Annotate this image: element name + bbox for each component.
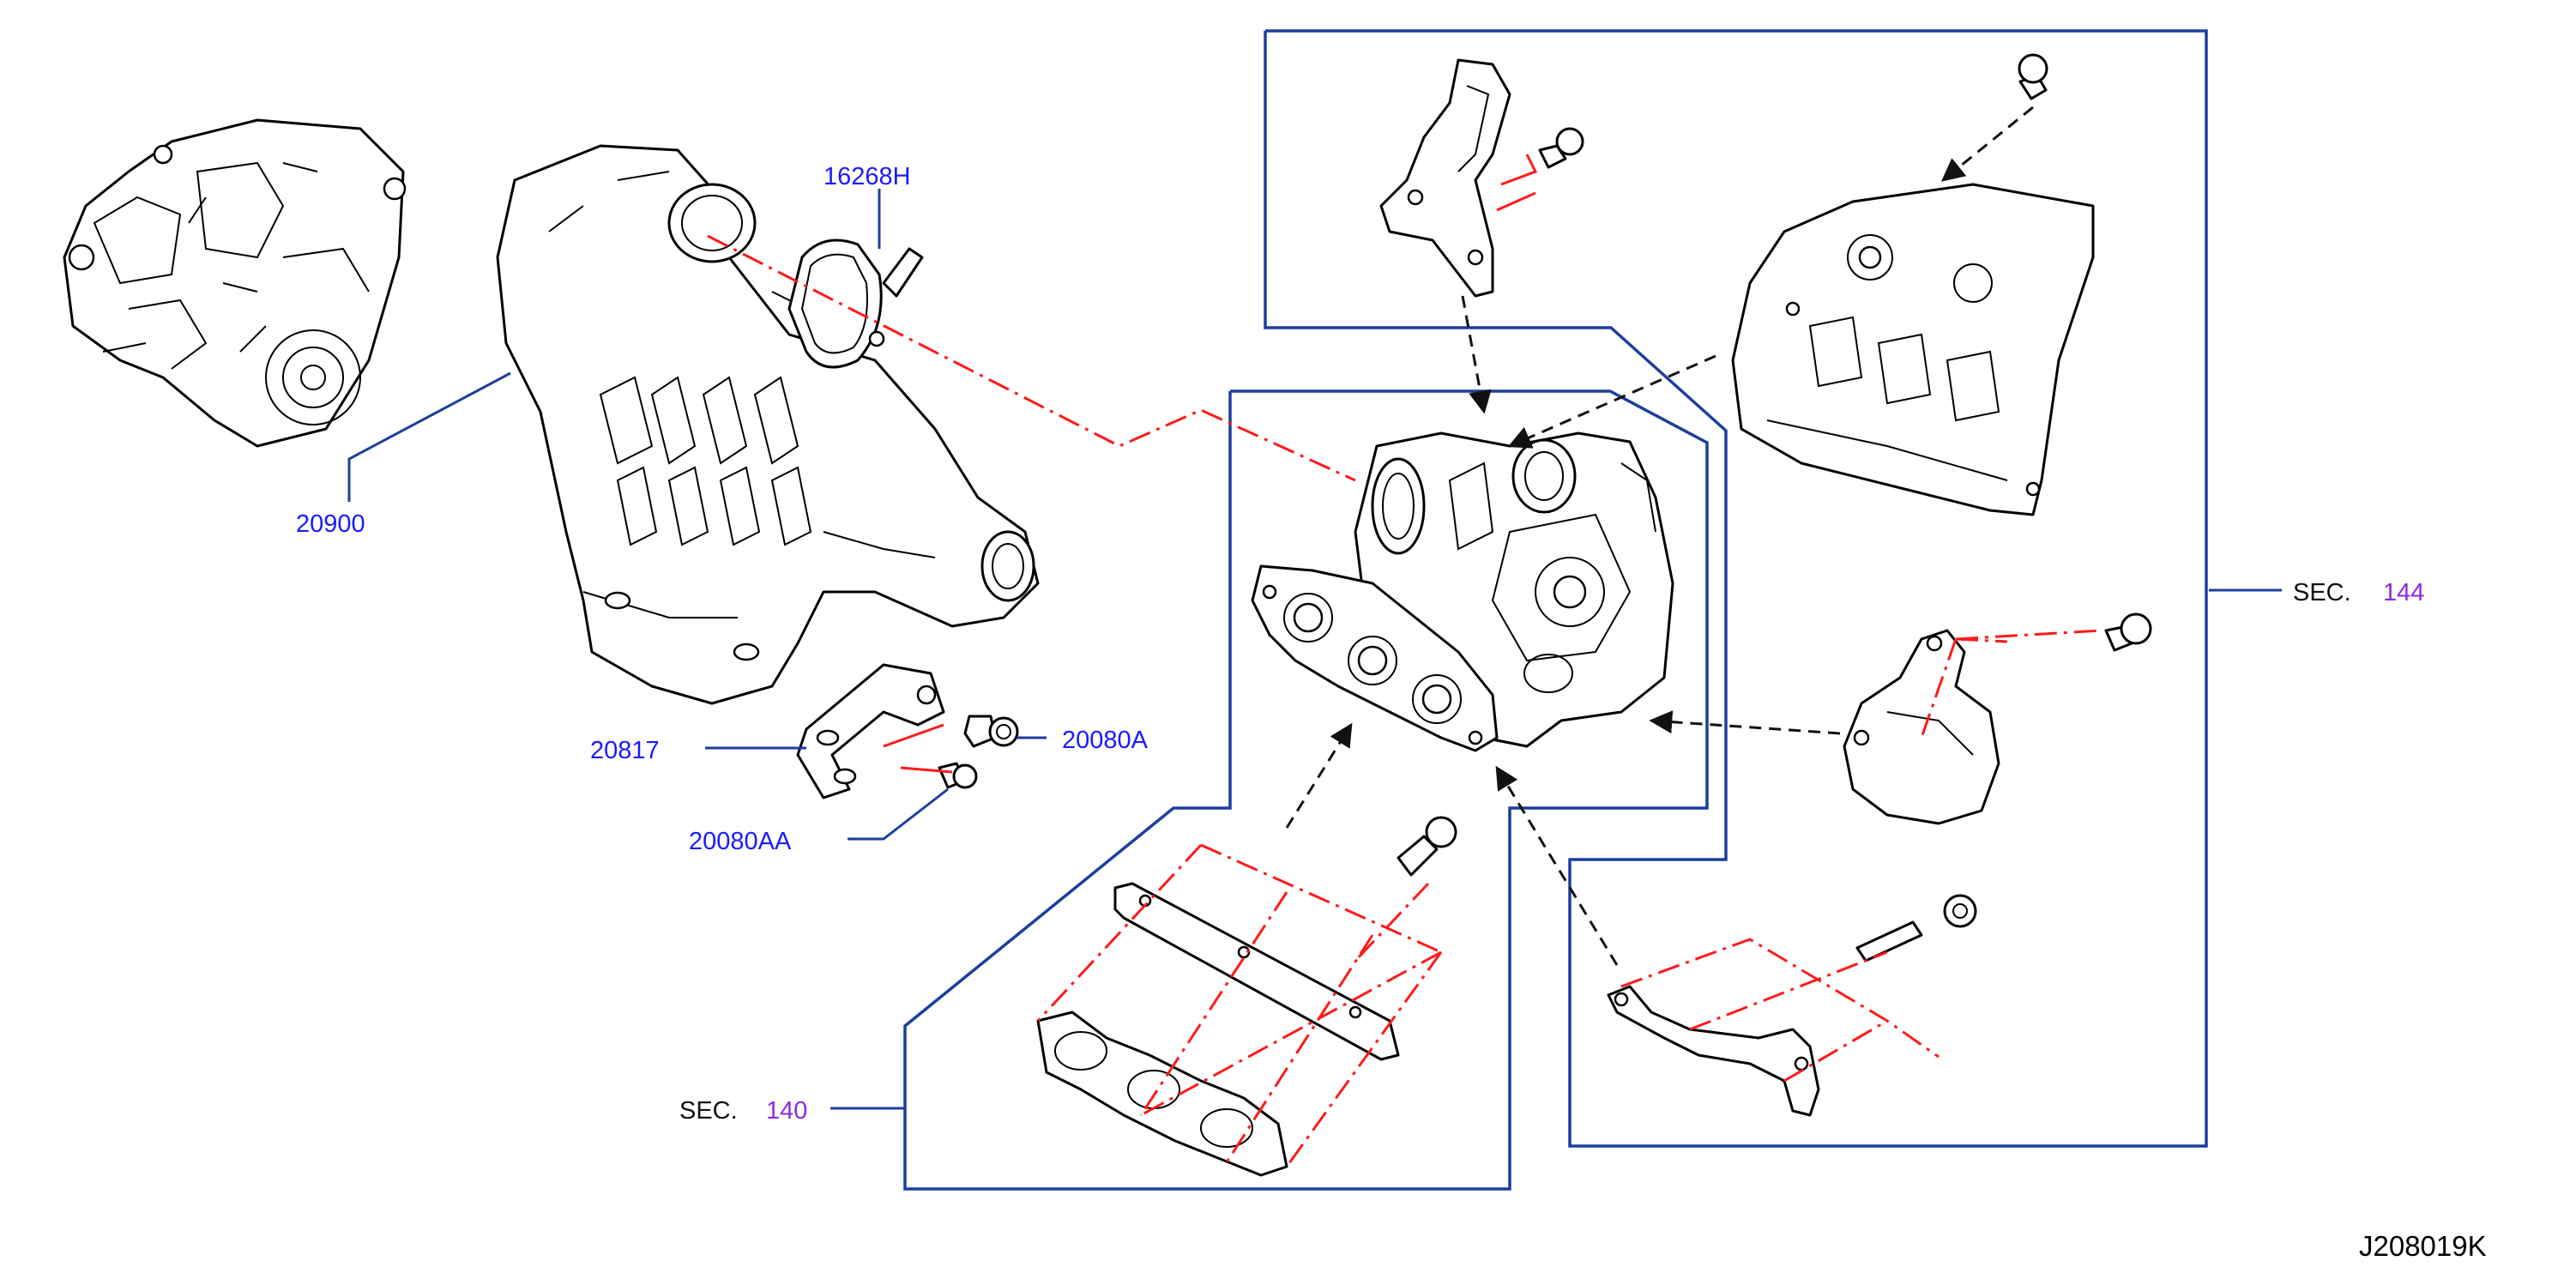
section-140-prefix: SEC. xyxy=(679,1097,738,1125)
part-number-20817[interactable]: 20817 xyxy=(590,737,660,764)
heat-shield-lower-illustration xyxy=(1843,629,2000,825)
stud-illustration xyxy=(1855,920,1923,962)
bolt-top-bracket-illustration xyxy=(1538,127,1584,169)
bolt-gasket-illustration xyxy=(1397,816,1457,877)
turbo-support-bracket-illustration xyxy=(1379,58,1511,298)
clamp-illustration xyxy=(787,238,924,369)
part-number-16268H[interactable]: 16268H xyxy=(823,163,911,190)
bolt-20080AA-illustration xyxy=(938,762,978,789)
catalytic-converter-illustration xyxy=(496,144,1040,705)
bolt-lower-shield-illustration xyxy=(2104,612,2152,652)
part-number-20080AA[interactable]: 20080AA xyxy=(689,828,792,855)
turbo-lower-bracket-illustration xyxy=(1607,985,1820,1117)
heat-shield-upper-illustration xyxy=(1731,183,2095,516)
exhaust-manifold-gasket-illustration xyxy=(1036,1011,1288,1177)
section-144-prefix: SEC. xyxy=(2293,579,2351,606)
gasket-plate-illustration xyxy=(1113,882,1400,1061)
exhaust-manifold-illustration xyxy=(1251,564,1499,752)
part-number-20080A[interactable]: 20080A xyxy=(1062,727,1149,754)
bolt-upper-shield-illustration xyxy=(2018,53,2048,100)
section-140-link[interactable]: 140 xyxy=(766,1097,807,1125)
leader-lines xyxy=(347,189,2282,1110)
engine-assembly-illustration xyxy=(63,118,407,448)
assembly-direction-arrows xyxy=(1285,106,2034,966)
red-alignment-lines xyxy=(707,154,2102,1167)
section-144-frame xyxy=(1264,29,2208,1148)
section-140-frame xyxy=(903,389,1709,1191)
part-number-20900[interactable]: 20900 xyxy=(296,510,365,538)
bracket-illustration xyxy=(796,663,945,799)
section-144-link[interactable]: 144 xyxy=(2383,579,2424,606)
nut-illustration xyxy=(1943,894,1977,928)
bolt-20080A-illustration xyxy=(963,715,1019,748)
diagram-reference-code: J208019K xyxy=(2359,1230,2487,1262)
